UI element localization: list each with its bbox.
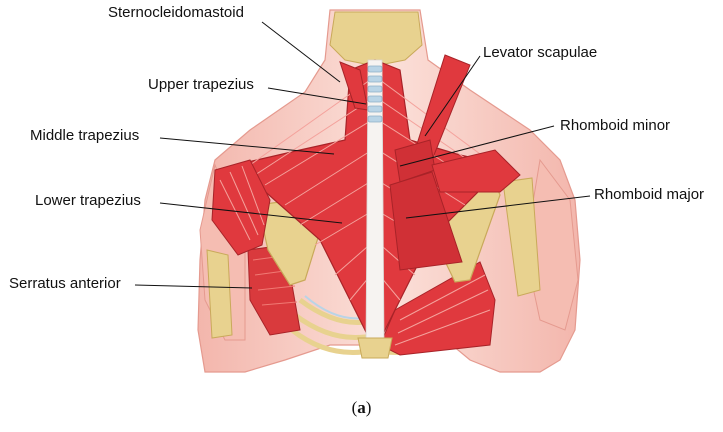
leader-middle-trapezius xyxy=(159,137,335,155)
figure-caption: (a) xyxy=(0,398,723,418)
leader-upper-trapezius xyxy=(267,87,367,105)
label-levator-scapulae: Levator scapulae xyxy=(483,44,598,61)
label-middle-trapezius: Middle trapezius xyxy=(30,127,140,144)
label-lower-trapezius: Lower trapezius xyxy=(35,192,141,209)
leader-serratus-anterior xyxy=(134,284,253,289)
skull xyxy=(329,11,423,67)
caption-open-paren: ( xyxy=(351,398,358,417)
right-shoulder-muscle xyxy=(431,149,521,193)
leader-sternocleidomastoid xyxy=(261,21,341,83)
left-humerus xyxy=(206,249,233,339)
label-upper-trapezius: Upper trapezius xyxy=(148,76,254,93)
left-deltoid-muscle xyxy=(211,159,271,256)
label-rhomboid-major: Rhomboid major xyxy=(594,186,705,203)
leader-rhomboid-major xyxy=(405,195,591,219)
caption-letter: a xyxy=(357,398,366,417)
caption-close-paren: ) xyxy=(365,398,372,417)
label-serratus-anterior: Serratus anterior xyxy=(9,275,121,292)
rhomboid-major-muscle xyxy=(389,171,463,271)
label-rhomboid-minor: Rhomboid minor xyxy=(560,117,671,134)
label-sternocleidomastoid: Sternocleidomastoid xyxy=(108,4,244,21)
leader-lines xyxy=(134,21,591,289)
right-humerus xyxy=(502,177,541,297)
cervical-vertebrae xyxy=(367,65,383,123)
sacrum xyxy=(357,337,393,359)
leader-rhomboid-minor xyxy=(399,125,555,167)
leader-levator-scapulae xyxy=(424,55,481,137)
leader-lower-trapezius xyxy=(159,202,343,224)
